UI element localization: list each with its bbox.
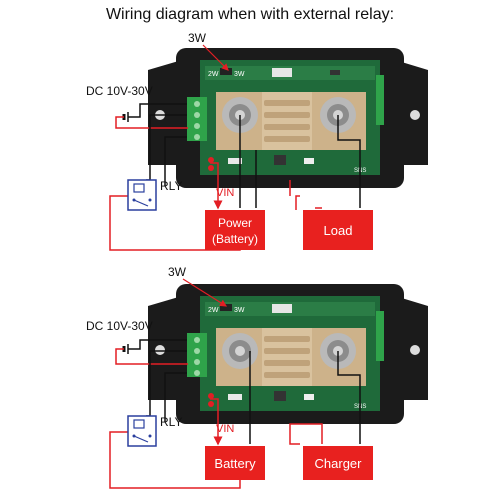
- bottom-battery-box: Battery: [205, 446, 265, 480]
- top-pcb-2w-label: 2W: [208, 71, 219, 78]
- bottom-pcb-2w-label: 2W: [208, 307, 219, 314]
- top-dc-label: DC 10V-30V: [86, 84, 153, 98]
- top-terminal-block: [187, 97, 207, 141]
- bottom-3w-label: 3W: [168, 265, 187, 279]
- bottom-battery-box-label: Battery: [214, 456, 256, 471]
- top-load-box: Load: [303, 210, 373, 250]
- bottom-mount-hole-right: [410, 345, 420, 355]
- top-3w-arrow: [202, 44, 229, 71]
- top-relay: [127, 179, 157, 211]
- top-power-box-line2: (Battery): [212, 232, 258, 246]
- diagram-title: Wiring diagram when with external relay:: [105, 6, 395, 23]
- top-load-box-label: Load: [324, 223, 353, 238]
- bottom-charger-box-label: Charger: [315, 456, 363, 471]
- bottom-dc-supply-symbol: [122, 344, 129, 354]
- bottom-relay: [127, 415, 157, 447]
- bottom-mount-hole-left: [155, 345, 165, 355]
- bottom-charger-box: Charger: [303, 446, 373, 480]
- top-pcb-3w-label: 3W: [234, 71, 245, 78]
- bottom-rly-label: RLY: [160, 415, 182, 429]
- top-mount-hole-right: [410, 110, 420, 120]
- top-power-box: Power (Battery): [205, 210, 265, 250]
- top-vin-label: VIN: [216, 187, 234, 199]
- bottom-3w-arrow: [182, 278, 228, 307]
- top-pcb: 2W 3W: [187, 60, 384, 175]
- top-dc-supply-symbol: [122, 112, 129, 122]
- bottom-wires: [109, 339, 361, 489]
- top-diagram: 2W 3W: [86, 31, 428, 251]
- bottom-terminal-block: [187, 333, 207, 377]
- bottom-pcb: 2W 3W: [187, 296, 384, 411]
- bottom-diagram: 2W 3W: [86, 265, 428, 489]
- top-rly-label: RLY: [160, 179, 182, 193]
- bottom-pcb-3w-label: 3W: [234, 307, 245, 314]
- top-3w-label: 3W: [188, 31, 207, 45]
- top-power-box-line1: Power: [218, 216, 252, 230]
- bottom-bolt-left: [222, 333, 258, 369]
- bottom-dc-label: DC 10V-30V: [86, 319, 153, 333]
- bottom-vin-label: VIN: [216, 423, 234, 435]
